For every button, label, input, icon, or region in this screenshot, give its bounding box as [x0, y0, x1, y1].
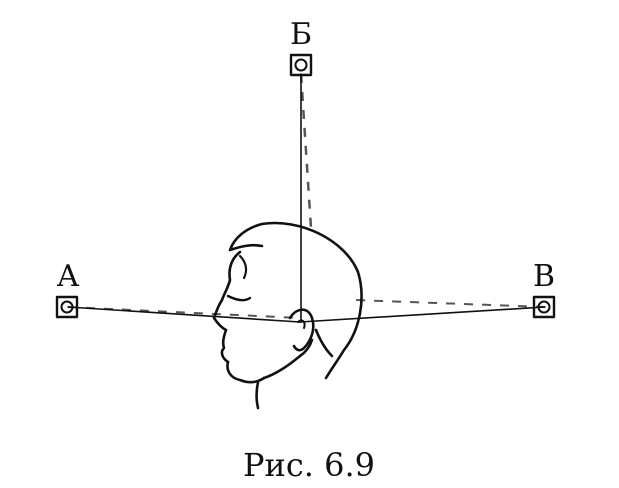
head-profile — [212, 221, 363, 410]
solid-line-left — [67, 306, 301, 323]
source-marker-left — [55, 295, 79, 319]
dashed-line-right — [354, 299, 546, 308]
source-label-left: А — [57, 259, 80, 294]
source-label-top: Б — [290, 17, 312, 52]
solid-line-right — [299, 306, 546, 323]
source-marker-top — [289, 53, 313, 77]
figure-caption: Рис. 6.9 — [243, 446, 375, 484]
source-marker-right — [532, 295, 556, 319]
dashed-line-top — [299, 73, 313, 229]
source-label-right: В — [533, 259, 555, 294]
